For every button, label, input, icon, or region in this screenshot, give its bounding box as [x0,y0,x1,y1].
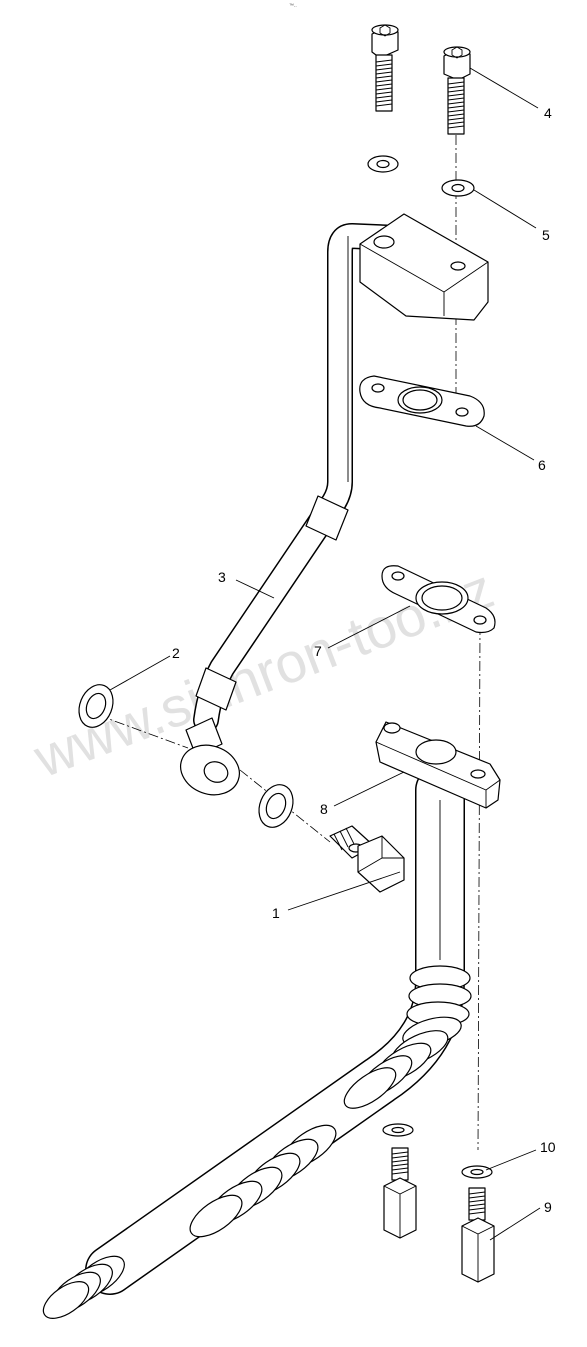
callout-9: 9 [544,1199,552,1215]
cap-screw-left [371,24,399,112]
callout-5: 5 [542,227,550,243]
callout-10: 10 [540,1139,556,1155]
callout-6: 6 [538,457,546,473]
stud-left [383,1147,417,1239]
callout-2: 2 [172,645,180,661]
callout-labels: 1 2 3 4 5 6 7 8 9 10 [172,105,556,1215]
leader-lines [109,67,541,1241]
lower-flange [375,721,501,809]
callout-7: 7 [314,643,322,659]
header-mark: ™.. [289,3,297,9]
oil-return-pipe [42,765,472,1319]
callout-3: 3 [218,569,226,585]
sealing-ring-right [258,784,294,828]
upper-flange [359,213,489,321]
gasket-upper [359,375,485,427]
callout-8: 8 [320,801,328,817]
callout-4: 4 [544,105,552,121]
stud-right [461,1187,495,1283]
small-washer-left [382,1123,414,1137]
oil-feed-pipe [193,223,411,733]
washer-left [367,155,399,173]
sealing-ring-left [78,684,114,728]
banjo-fitting [180,717,240,796]
washer-right [441,179,475,197]
small-washer-right [461,1165,493,1179]
gasket-lower [381,565,496,634]
cap-screw-right [443,46,471,135]
banjo-bolt [329,825,405,893]
callout-1: 1 [272,905,280,921]
